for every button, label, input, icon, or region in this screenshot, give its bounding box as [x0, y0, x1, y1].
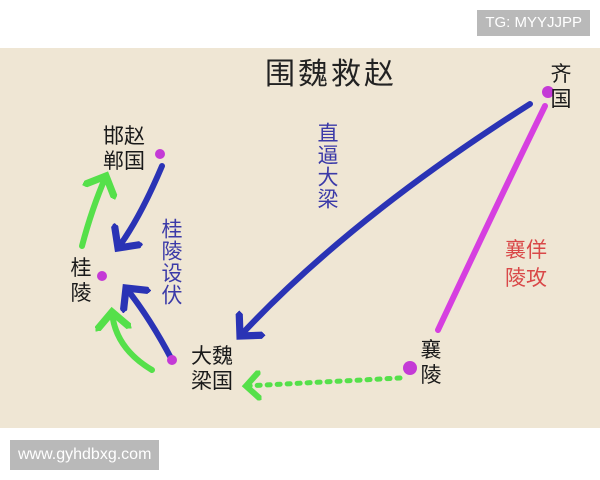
- watermark-bottom: www.gyhdbxg.com: [10, 440, 160, 470]
- annotation-shefu: 桂陵设伏: [159, 218, 183, 306]
- place-label-guiling: 桂 陵: [70, 256, 92, 305]
- city-dot-daliang: [167, 355, 177, 365]
- route-guiling-to-handan: [79, 176, 106, 249]
- route-xiangling-to-daliang: [246, 378, 403, 386]
- map-title: 围魏救赵: [265, 57, 397, 92]
- place-label-qi: 齐 国: [550, 62, 572, 111]
- watermark-top: TG: MYYJJPP: [477, 10, 590, 36]
- map-panel: 围魏救赵 齐 国 邯赵 郸国 桂 陵 大魏 梁国 襄 陵 直逼大梁 桂陵设伏 襄…: [0, 48, 600, 428]
- city-dot-handan: [155, 149, 165, 159]
- route-daliang-to-guiling: [126, 288, 175, 363]
- city-dot-xiangling: [403, 361, 417, 375]
- route-layer: [79, 86, 554, 428]
- annotation-yanggong: 襄佯陵攻: [505, 238, 547, 290]
- route-qi-to-xiangling: [435, 103, 548, 333]
- annotation-zhibi: 直逼大梁: [315, 122, 339, 210]
- city-dot-guiling: [97, 271, 107, 281]
- route-qi-to-daliang: [240, 101, 533, 336]
- city-dot-qi: [542, 86, 554, 98]
- place-label-daliang: 大魏 梁国: [191, 344, 233, 393]
- place-label-xiangling: 襄 陵: [420, 338, 442, 387]
- route-handan-to-guiling: [118, 163, 165, 248]
- route-daliang-to-guiling-green: [112, 312, 155, 373]
- place-label-handan: 邯赵 郸国: [103, 124, 145, 173]
